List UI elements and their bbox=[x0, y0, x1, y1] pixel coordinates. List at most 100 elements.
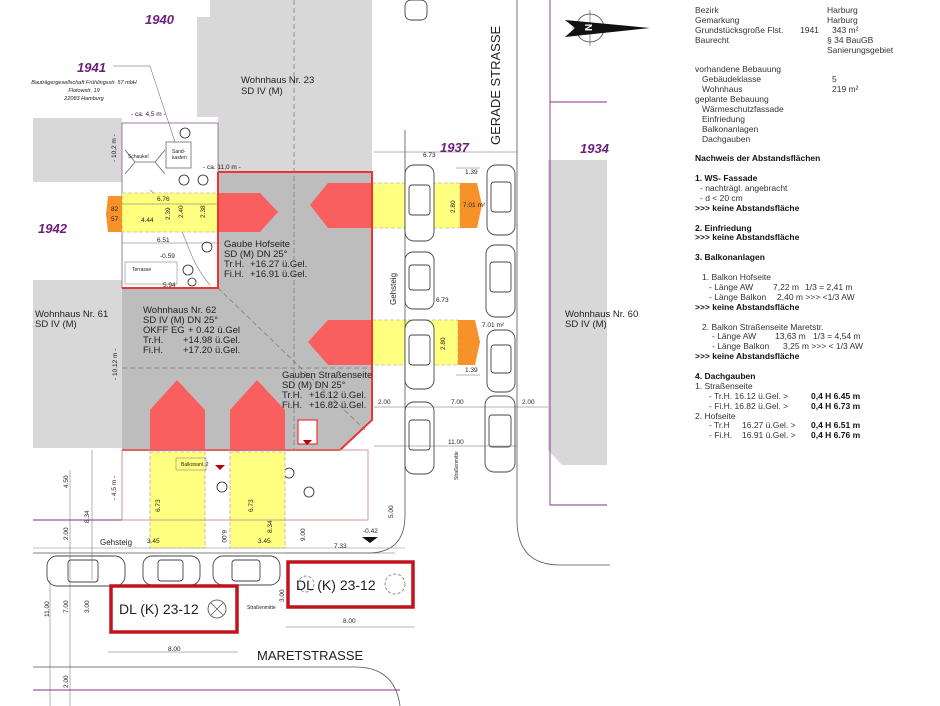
info-label: - Länge Balkon bbox=[712, 341, 770, 352]
svg-text:Gaube Hofseite: Gaube Hofseite bbox=[224, 239, 290, 250]
info-label: - Länge AW bbox=[712, 331, 757, 342]
svg-text:2.39: 2.39 bbox=[165, 207, 172, 220]
svg-text:8.34: 8.34 bbox=[267, 520, 274, 533]
svg-text:Tr.H.: Tr.H. bbox=[143, 335, 163, 346]
section-heading: 1. WS- Fassade bbox=[695, 173, 758, 184]
balcony-label: Balkonanl. 2 bbox=[181, 462, 209, 468]
dormers bbox=[150, 183, 372, 450]
swing-label: Schaukel bbox=[128, 154, 149, 160]
svg-text:+16.91 ü.Gel.: +16.91 ü.Gel. bbox=[250, 269, 307, 280]
info-subheading: 1. Balkon Hofseite bbox=[702, 272, 771, 283]
svg-text:4.50: 4.50 bbox=[63, 475, 70, 488]
north-arrow-icon: N bbox=[565, 10, 650, 46]
svg-text:Wohnhaus Nr. 62: Wohnhaus Nr. 62 bbox=[143, 305, 216, 316]
sandbox-label: kasten bbox=[172, 155, 187, 161]
info-heading: vorhandene Bebauung bbox=[695, 64, 782, 75]
building-nr61-upper bbox=[33, 118, 122, 182]
svg-text:6.73: 6.73 bbox=[423, 152, 436, 159]
svg-text:82: 82 bbox=[111, 206, 119, 213]
info-result: 0,4 H 6.51 m bbox=[811, 420, 861, 431]
svg-text:6.51: 6.51 bbox=[157, 237, 170, 244]
svg-text:SD (M) DN 25°: SD (M) DN 25° bbox=[224, 249, 288, 260]
result-text: >>> keine Abstandsfläche bbox=[695, 301, 800, 312]
svg-text:- 10.12 m -: - 10.12 m - bbox=[112, 349, 119, 380]
info-result: 0,4 H 6.73 m bbox=[811, 400, 861, 411]
svg-text:8.00: 8.00 bbox=[168, 646, 181, 653]
street-name-gerade: GERADE STRASSE bbox=[488, 25, 503, 145]
info-value: 219 m² bbox=[832, 84, 859, 95]
sandbox bbox=[165, 141, 192, 169]
svg-text:+16.12 ü.Gel.: +16.12 ü.Gel. bbox=[309, 390, 366, 401]
svg-text:1.39: 1.39 bbox=[465, 169, 478, 176]
info-label: - Tr.H bbox=[709, 420, 730, 431]
dl-label-box-2 bbox=[286, 560, 415, 609]
info-value: 343 m² bbox=[832, 24, 859, 35]
sidewalk-label: Gehsteig bbox=[389, 273, 398, 305]
dimensions: - ca. 4,5 m - - 10,2 m - - ca. 11,0 m - … bbox=[44, 111, 535, 688]
front-yard bbox=[121, 449, 369, 521]
svg-text:6.73: 6.73 bbox=[248, 499, 255, 512]
svg-text:6.00: 6.00 bbox=[220, 530, 227, 543]
info-label: - Fi.H. 16.82 ü.Gel. > bbox=[709, 400, 789, 411]
info-label: Gemarkung bbox=[695, 14, 740, 25]
svg-text:2.38: 2.38 bbox=[200, 205, 207, 218]
info-value: Harburg bbox=[827, 5, 858, 15]
info-heading: geplante Bebauung bbox=[695, 94, 769, 105]
site-plan: N 1940 1941 1942 1937 1934 Bauträgergese… bbox=[31, 0, 650, 706]
svg-text:8.34: 8.34 bbox=[84, 510, 91, 523]
svg-text:Bauträgergesellschaft Frühling: Bauträgergesellschaft Frühlingsstr. 57 m… bbox=[31, 80, 137, 86]
info-label: Baurecht bbox=[695, 34, 730, 45]
dl-label-2: DL (K) 23-12 bbox=[296, 577, 376, 593]
svg-text:Tr.H.: Tr.H. bbox=[224, 259, 244, 270]
svg-text:Flotowstr. 19: Flotowstr. 19 bbox=[68, 88, 99, 94]
info-value: 1/3 = 4,54 m bbox=[813, 331, 861, 342]
svg-text:+14.98 ü.Gel.: +14.98 ü.Gel. bbox=[183, 335, 240, 346]
result-text: >>> keine Abstandsfläche bbox=[695, 351, 800, 362]
svg-text:-0.59: -0.59 bbox=[160, 253, 175, 260]
info-value: 5 bbox=[832, 74, 837, 85]
info-label: Wohnhaus bbox=[702, 84, 743, 95]
svg-text:SD IV (M): SD IV (M) bbox=[565, 319, 607, 330]
svg-text:2.00: 2.00 bbox=[522, 399, 535, 406]
svg-text:4.44: 4.44 bbox=[141, 217, 154, 224]
building-nr61 bbox=[33, 280, 122, 448]
dl-label-1: DL (K) 23-12 bbox=[119, 601, 199, 617]
label-nr62: Wohnhaus Nr. 62 SD IV (M) DN 25° OKFF EG… bbox=[143, 305, 240, 356]
svg-text:3.45: 3.45 bbox=[147, 538, 160, 545]
info-item: Wärmeschutzfassade bbox=[702, 103, 784, 114]
svg-text:Fi.H.: Fi.H. bbox=[224, 269, 244, 280]
svg-text:2.00: 2.00 bbox=[63, 527, 70, 540]
svg-text:3.45: 3.45 bbox=[258, 538, 271, 545]
info-item: - nachträgl. angebracht bbox=[700, 183, 788, 194]
svg-text:Wohnhaus Nr. 23: Wohnhaus Nr. 23 bbox=[241, 75, 314, 86]
street-center-label: Straßenmitte bbox=[247, 605, 276, 611]
lot-number: 1942 bbox=[38, 221, 68, 236]
dl-label-box-1 bbox=[109, 584, 239, 634]
svg-text:2.00: 2.00 bbox=[63, 675, 70, 688]
info-value: 13,63 m bbox=[775, 331, 806, 342]
svg-text:22083 Hamburg: 22083 Hamburg bbox=[63, 96, 104, 102]
lot-number: 1934 bbox=[580, 141, 610, 156]
svg-text:57: 57 bbox=[111, 216, 119, 223]
building-nr60 bbox=[548, 160, 607, 465]
info-item: - d < 20 cm bbox=[700, 192, 743, 203]
result-text: >>> keine Abstandsfläche bbox=[695, 202, 800, 213]
svg-text:6.73: 6.73 bbox=[436, 297, 449, 304]
info-subheading: 2. Hofseite bbox=[695, 410, 736, 421]
overlap-areas bbox=[106, 183, 482, 365]
svg-text:Tr.H.: Tr.H. bbox=[282, 390, 302, 401]
info-label: Bezirk bbox=[695, 5, 719, 15]
svg-text:8.00: 8.00 bbox=[343, 618, 356, 625]
building-nr23 bbox=[197, 0, 372, 172]
section-heading: 3. Balkonanlagen bbox=[695, 252, 765, 263]
svg-text:+16.27 ü.Gel.: +16.27 ü.Gel. bbox=[250, 259, 307, 270]
svg-text:SD (M) DN 25°: SD (M) DN 25° bbox=[282, 380, 346, 391]
owner-address: Bauträgergesellschaft Frühlingsstr. 57 m… bbox=[31, 80, 137, 102]
swing bbox=[124, 149, 166, 175]
tree-icon bbox=[297, 575, 315, 593]
info-value: 3,25 m >>> < 1/3 AW bbox=[783, 341, 864, 352]
svg-text:-0.42: -0.42 bbox=[363, 528, 378, 535]
label-nr23: Wohnhaus Nr. 23 SD IV (M) bbox=[241, 75, 314, 97]
info-label: - Fi.H. bbox=[709, 430, 733, 441]
svg-text:3.00: 3.00 bbox=[279, 589, 286, 602]
